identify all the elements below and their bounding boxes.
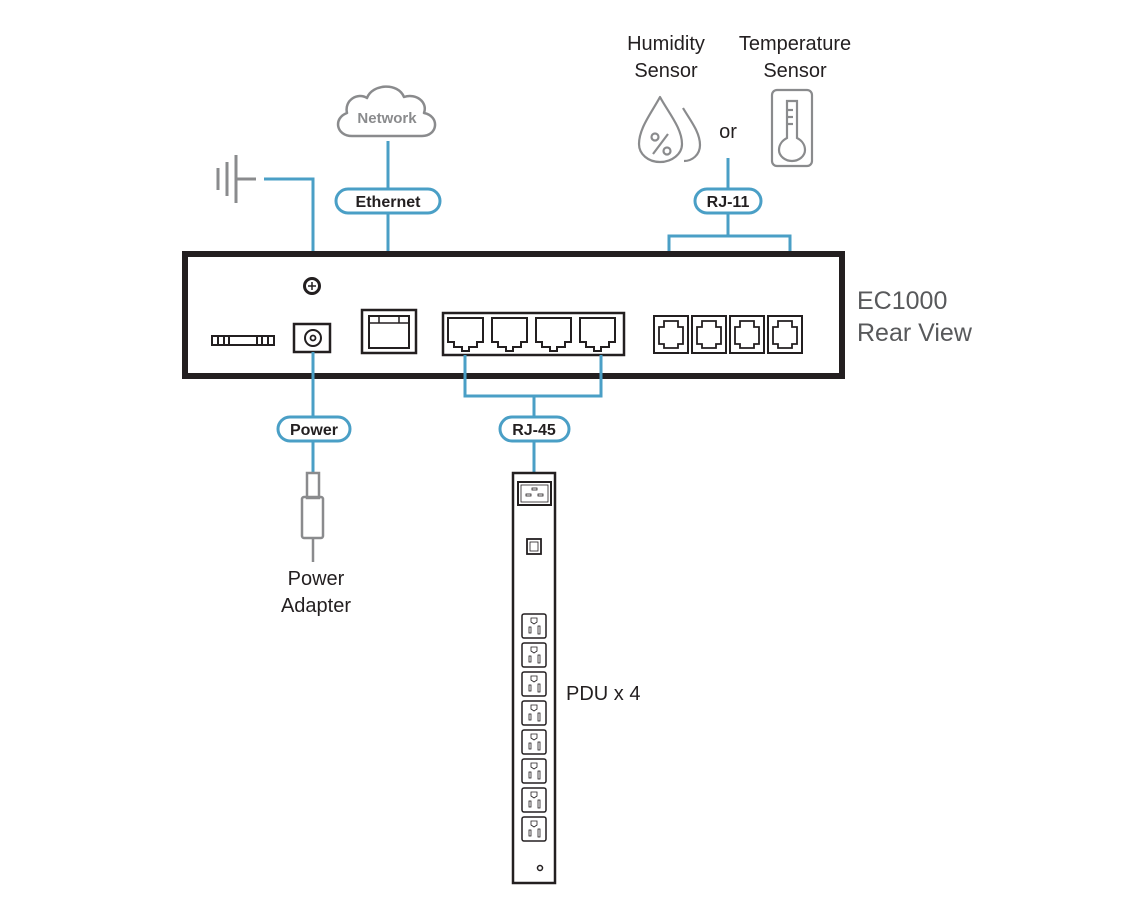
thermometer-icon [770,88,814,168]
power-label-pill: Power [276,415,352,443]
pdu-outlet [521,787,547,813]
power-adapter-label-line1: Power [288,568,345,590]
pdu-outlet [521,758,547,784]
pdu-outlet [521,729,547,755]
ethernet-label-pill: Ethernet [334,187,442,215]
humidity-drops-icon [637,95,702,164]
power-adapter-label-line2: Adapter [281,595,351,617]
grounding-screw-icon [303,277,321,295]
ground-icon [216,155,256,203]
or-label: or [719,121,737,143]
rj11-port [653,315,689,354]
rj45-label-pill: RJ-45 [498,415,571,443]
rj11-label-pill: RJ-11 [693,187,763,215]
pdu-icon [511,471,557,885]
pdu-inlet [517,481,552,506]
rj45-port [491,317,528,352]
network-label: Network [357,110,417,127]
pdu-outlet [521,671,547,697]
humidity-sensor-label-line2: Sensor [634,60,698,82]
rj45-pdu-port-group [441,311,626,357]
ground-cable [264,177,315,276]
pdu-network-port [526,538,542,555]
pdu-label: PDU x 4 [566,683,640,705]
terminal-block-icon [211,335,275,346]
pdu-outlet [521,700,547,726]
rj45-label: RJ-45 [512,422,556,439]
power-plug-icon [300,471,325,562]
device-name-line2: Rear View [857,319,973,347]
device-name-line1: EC1000 [857,287,947,315]
rj45-port [447,317,484,352]
pdu-outlet [521,642,547,668]
pdu-outlet [521,613,547,639]
rj11-port [691,315,727,354]
power-label: Power [290,422,338,439]
humidity-sensor-label-line1: Humidity [627,33,705,55]
rj11-port [767,315,803,354]
ethernet-label: Ethernet [356,194,422,211]
ethernet-lan-port [360,308,418,355]
network-cloud: Network [336,85,437,138]
rj11-sensor-port-group [653,315,803,354]
rj11-port [729,315,765,354]
temperature-sensor-label-line2: Sensor [763,60,827,82]
cloud-icon [336,85,437,138]
temperature-sensor-label-line1: Temperature [739,33,851,55]
dc-power-jack [292,322,332,354]
pdu-mount-hole [536,864,544,872]
rj11-label: RJ-11 [707,194,750,211]
rj45-port [535,317,572,352]
pdu-outlet [521,816,547,842]
rj45-port [579,317,616,352]
